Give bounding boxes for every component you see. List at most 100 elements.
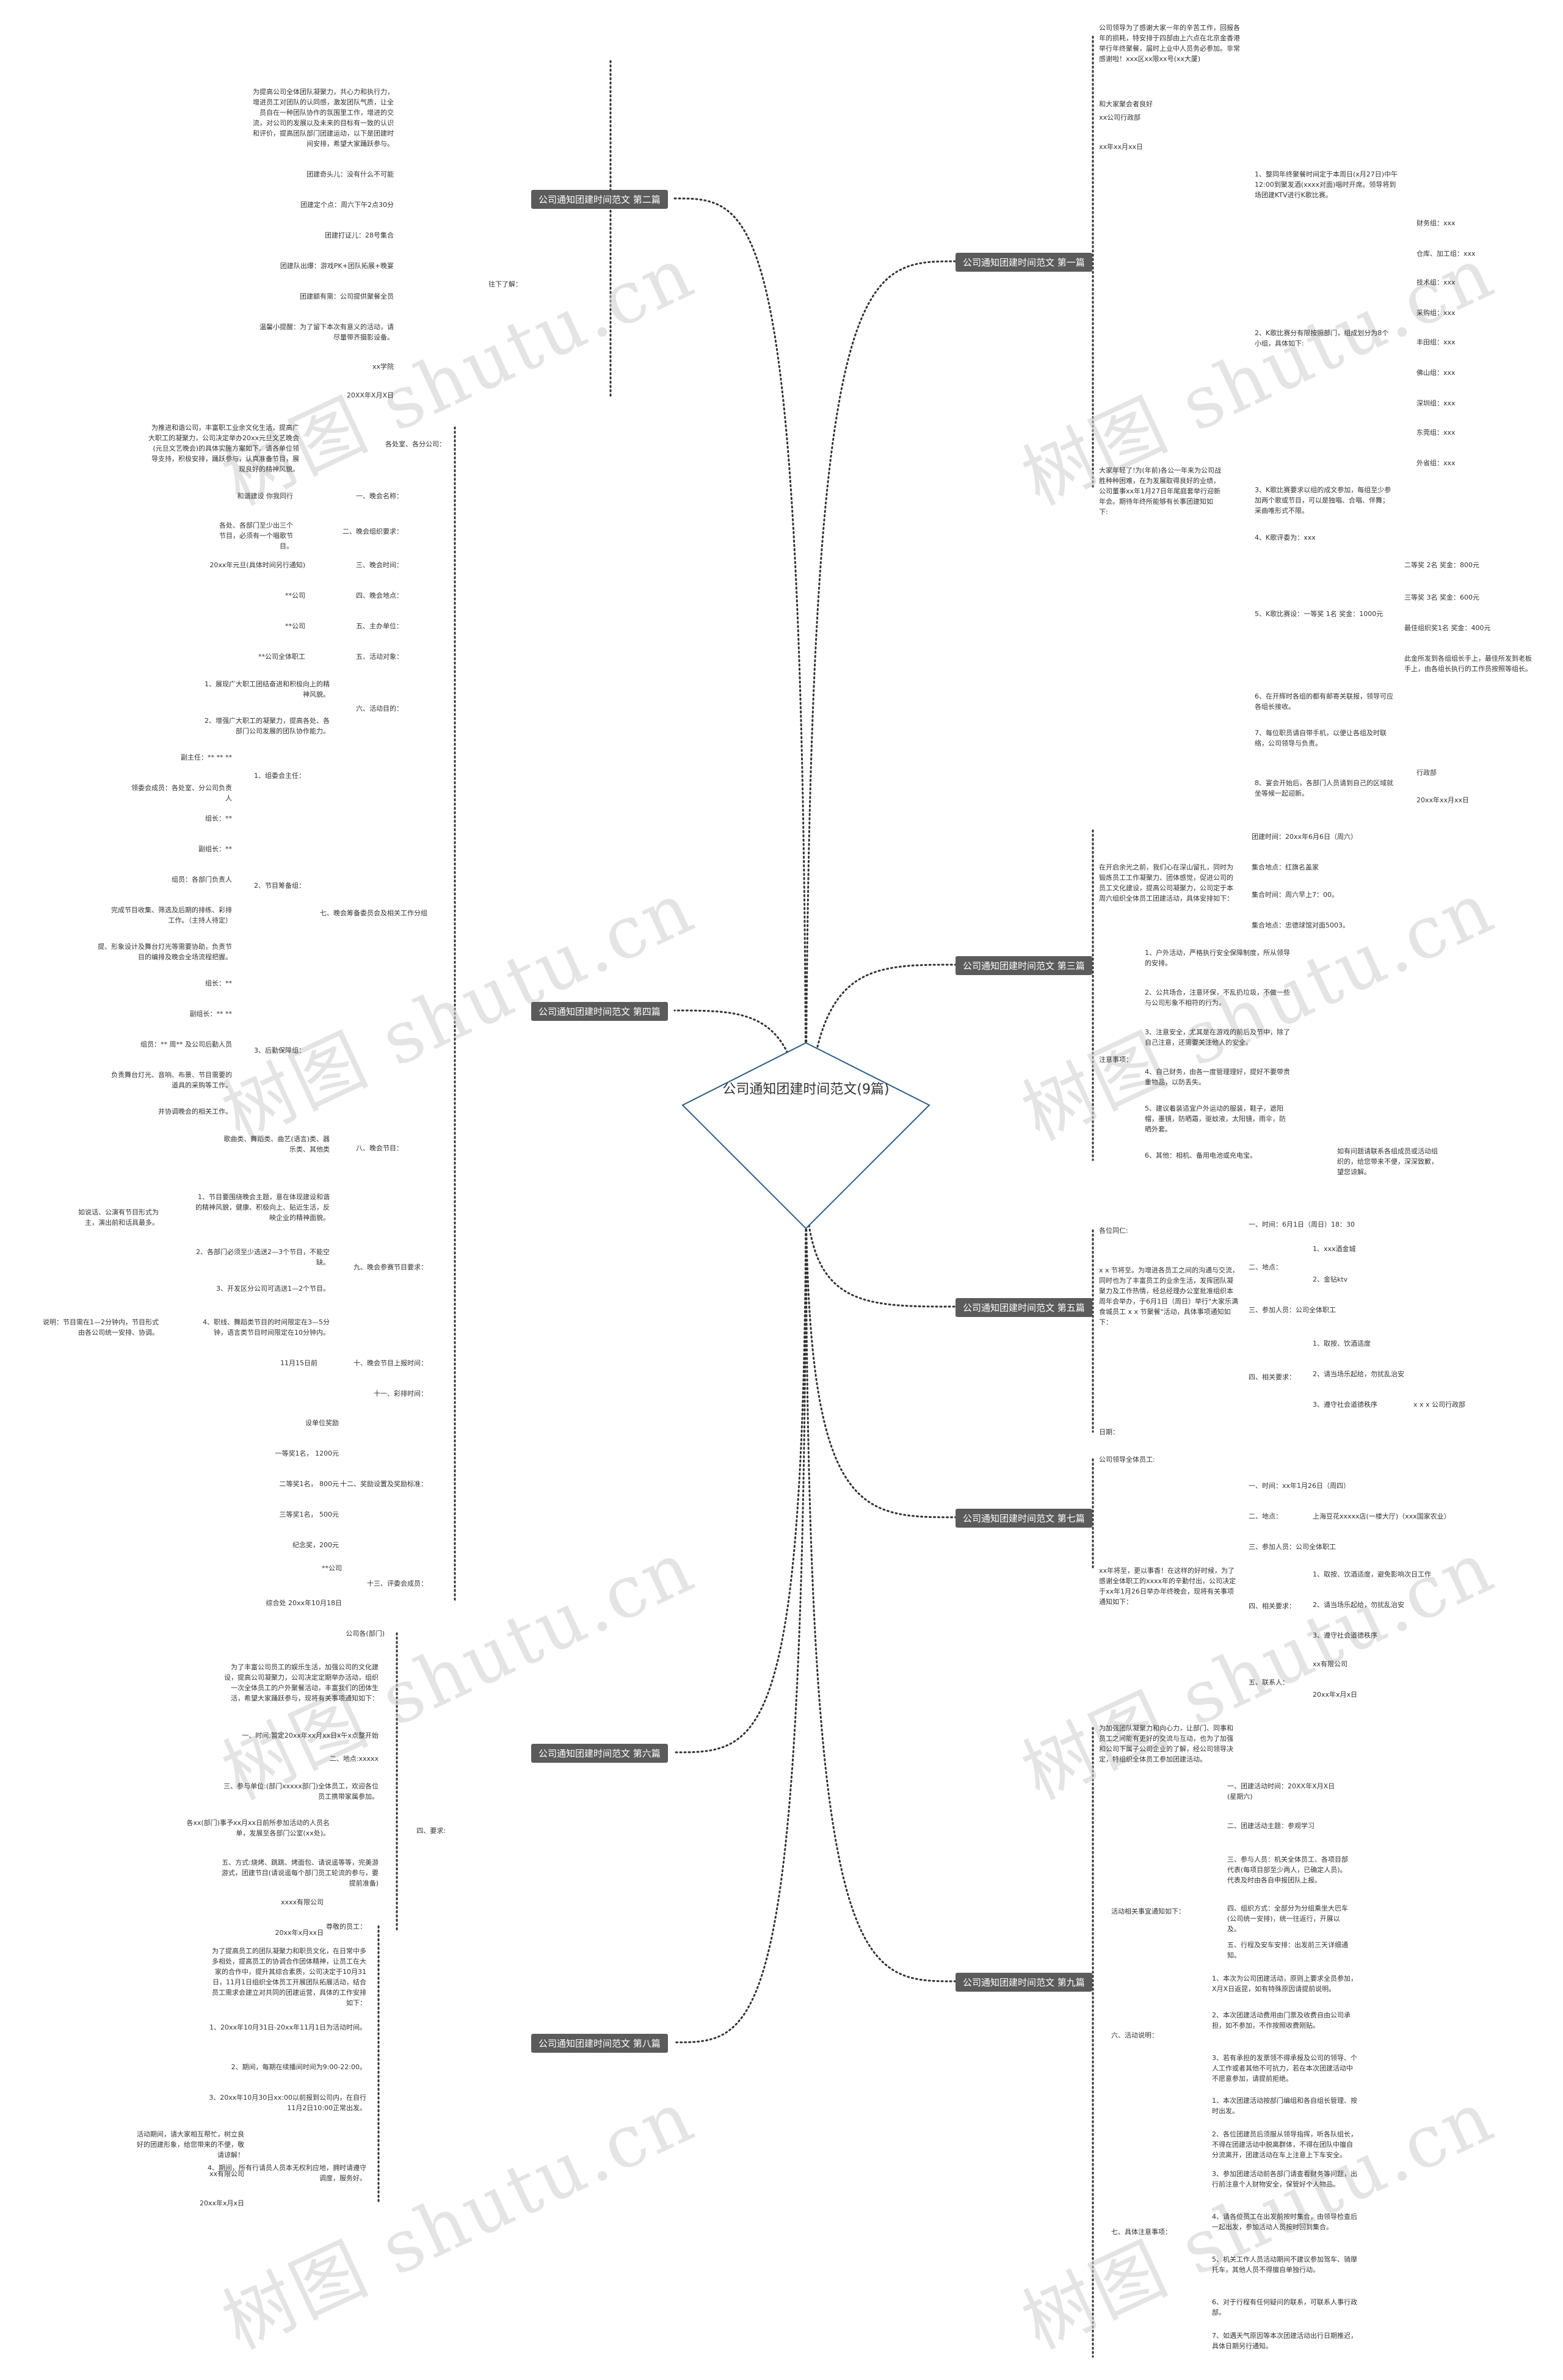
leaf-node[interactable]: 团建额有需：公司提供聚餐全员 bbox=[300, 292, 394, 300]
leaf-node[interactable]: 为了丰富公司员工的娱乐生活，加强公司的文化建设，提高公司凝聚力，公司决定定期举办… bbox=[224, 1663, 379, 1702]
branch-4[interactable]: 公司通知团建时间范文 第四篇 bbox=[531, 1002, 668, 1021]
leaf-node[interactable]: 2、请当场乐起给，勿扰乱治安 bbox=[1313, 1601, 1404, 1609]
leaf-node[interactable]: 五、活动对象： bbox=[356, 653, 403, 661]
leaf-node[interactable]: 丰田组：xxx bbox=[1416, 338, 1456, 346]
branch-9[interactable]: 公司通知团建时间范文 第九篇 bbox=[956, 1973, 1092, 1992]
leaf-node[interactable]: 副组长：** bbox=[198, 845, 232, 853]
leaf-node[interactable]: xx公司行政部 bbox=[1099, 114, 1141, 122]
leaf-node[interactable]: xx年将至，更以事香！在这样的好时候，为了感谢全体职工的xxxx年的辛勤付出，公… bbox=[1099, 1567, 1236, 1606]
leaf-node[interactable]: 4、自己财务，由各一度管理理好，提好不要带贵重物品，以防丢失。 bbox=[1145, 1068, 1290, 1086]
leaf-node[interactable]: 最佳组织奖1名 奖金：400元 bbox=[1404, 624, 1491, 632]
leaf-node[interactable]: 完成节目收集、筛选及后期的排练、彩排工作。（主持人待定） bbox=[111, 906, 232, 924]
leaf-node[interactable]: 2、期间，每期在续播间时间为9:00-22:00。 bbox=[231, 2063, 366, 2071]
leaf-node[interactable]: 五、主办单位： bbox=[356, 622, 403, 630]
leaf-node[interactable]: 八、晚会节目： bbox=[356, 1144, 403, 1152]
leaf-node[interactable]: 2、请当场乐起给，勿扰乱治安 bbox=[1313, 1370, 1404, 1378]
leaf-node[interactable]: 温馨小提醒：为了留下本次有意义的活动，请尽量带齐摄影设备。 bbox=[259, 323, 394, 341]
leaf-node[interactable]: 上海豆花xxxxx店(一楼大厅)（xxx国家农业） bbox=[1313, 1512, 1451, 1520]
leaf-node[interactable]: 二、地点:xxxxx bbox=[329, 1755, 379, 1763]
leaf-node[interactable]: 20XX年X月X日 bbox=[346, 391, 394, 399]
leaf-node[interactable]: 集合地点：忠德球馆对面5003。 bbox=[1252, 921, 1349, 929]
leaf-node[interactable]: 为了提高员工的团队凝聚力和职员文化，在日常中多多相处，提高员工的协调合作团体精神… bbox=[212, 1947, 366, 2007]
leaf-node[interactable]: 外省组：xxx bbox=[1416, 459, 1456, 467]
leaf-node[interactable]: 仓库、加工组：xxx bbox=[1416, 250, 1476, 258]
leaf-node[interactable]: 注意事项： bbox=[1099, 1056, 1133, 1064]
leaf-node[interactable]: 设单位奖励 bbox=[305, 1419, 339, 1427]
leaf-node[interactable]: 说明：节目需在1—2分钟内，节目形式由各公司统一安排、协调。 bbox=[43, 1318, 159, 1337]
leaf-node[interactable]: 1、xxx酒金城 bbox=[1313, 1245, 1356, 1253]
leaf-node[interactable]: 三、参与人员：机关全体员工、各项目部代表(每项目部至少两人，已确定人员)。代表及… bbox=[1227, 1856, 1348, 1884]
leaf-node[interactable]: 3、20xx年10月30日xx:00以前报到公司内，在自行11月2日10:00正… bbox=[209, 2094, 366, 2112]
leaf-node[interactable]: 一、团建活动时间：20XX年X月X日(星期六) bbox=[1227, 1782, 1335, 1801]
leaf-node[interactable]: 1、户外活动，严格执行安全保障制度，所从领导的安排。 bbox=[1145, 949, 1290, 967]
leaf-node[interactable]: 各位同仁: bbox=[1099, 1227, 1128, 1235]
leaf-node[interactable]: 3、K歌比赛要求以组的成文参加，每组至少参加两个歌或节目，可以是独唱、合唱、伴舞… bbox=[1255, 486, 1391, 515]
leaf-node[interactable]: 团建打证儿：28号集合 bbox=[325, 231, 394, 239]
leaf-node[interactable]: **公司全体职工 bbox=[258, 653, 305, 661]
leaf-node[interactable]: 二等奖 2名 奖金：800元 bbox=[1404, 561, 1479, 569]
leaf-node[interactable]: 各处、各部门至少出三个节目，必须有一个唱歌节目。 bbox=[219, 521, 293, 550]
leaf-node[interactable]: 2、各位团建员后须服从领导指挥，听各队组长，不得在团建活动中脱离群体，不得在团队… bbox=[1212, 2130, 1357, 2159]
leaf-node[interactable]: 组长：** bbox=[205, 979, 232, 987]
leaf-node[interactable]: 十、晚会节目上报时间： bbox=[354, 1359, 427, 1367]
leaf-node[interactable]: 3、遵守社会道德秩序 bbox=[1313, 1631, 1377, 1639]
leaf-node[interactable]: 二、地点： bbox=[1249, 1512, 1282, 1520]
leaf-node[interactable]: 3、遵守社会道德秩序 bbox=[1313, 1401, 1377, 1409]
leaf-node[interactable]: 六、活动说明： bbox=[1111, 2031, 1158, 2039]
leaf-node[interactable]: **公司 bbox=[285, 592, 305, 600]
leaf-node[interactable]: 3、开发区分公司可选送1—2个节目。 bbox=[216, 1285, 330, 1293]
leaf-node[interactable]: 七、晚会筹备委员会及相关工作分组 bbox=[320, 909, 427, 917]
leaf-node[interactable]: 副主任：** ** ** bbox=[181, 753, 232, 761]
leaf-node[interactable]: 公司各(部门) bbox=[346, 1630, 385, 1638]
leaf-node[interactable]: 团建奇头儿：没有什么不可能 bbox=[306, 170, 394, 178]
leaf-node[interactable]: x x 节将至。为增进各员工之间的沟通与交流，同时也为了丰富员工的业余生活，发挥… bbox=[1099, 1266, 1239, 1326]
leaf-node[interactable]: 20xx年x月x日 bbox=[1313, 1691, 1358, 1699]
leaf-node[interactable]: 三、晚会时间： bbox=[356, 561, 403, 569]
leaf-node[interactable]: 七、具体注意事项： bbox=[1111, 2228, 1172, 2236]
leaf-node[interactable]: **公司 bbox=[322, 1564, 342, 1572]
leaf-node[interactable]: **公司 bbox=[285, 622, 305, 630]
leaf-node[interactable]: 如说话、公演有节目形式为主，演出前和话具最多。 bbox=[78, 1208, 159, 1227]
leaf-node[interactable]: 2、各部门必须至少选送2—3个节目，不能空缺。 bbox=[196, 1248, 330, 1266]
leaf-node[interactable]: 四、要求: bbox=[416, 1827, 446, 1835]
leaf-node[interactable]: 二、团建活动主题：参观学习 bbox=[1227, 1822, 1315, 1830]
leaf-node[interactable]: 二等奖1名， 800元 bbox=[279, 1480, 339, 1488]
leaf-node[interactable]: xx有限公司 bbox=[1313, 1660, 1348, 1668]
leaf-node[interactable]: 8、宴会开始后，各部门人员请到自己的区域就坐等候一起迎新。 bbox=[1255, 779, 1393, 797]
leaf-node[interactable]: 为提高公司全体团队凝聚力，共心力和执行力，增进员工对团队的认同感，激发团队气质，… bbox=[253, 88, 394, 148]
leaf-node[interactable]: 2、本次团建活动费用由门票及收费自由公司承担，如不参加，不作按照收费刚贴。 bbox=[1212, 2011, 1351, 2030]
leaf-node[interactable]: 2、金钻ktv bbox=[1313, 1275, 1348, 1283]
leaf-node[interactable]: 1、20xx年10月31日-20xx年11月1日为活动时间。 bbox=[209, 2023, 366, 2031]
branch-2[interactable]: 公司通知团建时间范文 第二篇 bbox=[531, 190, 668, 209]
leaf-node[interactable]: 20xx年x月x日 bbox=[199, 2199, 244, 2207]
leaf-node[interactable]: 20xx年元旦(具体时间另行通知) bbox=[209, 561, 305, 569]
leaf-node[interactable]: 5、K歌比赛设：一等奖 1名 奖金：1000元 bbox=[1255, 610, 1383, 618]
leaf-node[interactable]: 此金所发到各组组长手上，最佳所发到老板手上，由各组长执行的工作员按照等组长。 bbox=[1404, 655, 1532, 673]
leaf-node[interactable]: 采购组：xxx bbox=[1416, 309, 1456, 317]
leaf-node[interactable]: 十三、评委会成员： bbox=[367, 1580, 427, 1587]
leaf-node[interactable]: 6、对于行程有任何疑问的联系，可联系人事行政部。 bbox=[1212, 2298, 1357, 2317]
leaf-node[interactable]: xxxx有限公司 bbox=[280, 1898, 324, 1906]
leaf-node[interactable]: 三、参加人员：公司全体职工 bbox=[1249, 1306, 1336, 1314]
leaf-node[interactable]: 2、增强广大职工的凝聚力，提高各处、各部门公司发展的团队协作能力。 bbox=[205, 717, 330, 735]
leaf-node[interactable]: 三、参与单位:(部门xxxxx部门)全体员工，欢迎各位员工携带家属参加。 bbox=[223, 1782, 379, 1801]
leaf-node[interactable]: 2、K歌比赛分有限按照部门，组成划分为8个小组，具体如下: bbox=[1255, 329, 1389, 347]
leaf-node[interactable]: xx有限公司 bbox=[209, 2170, 244, 2178]
leaf-node[interactable]: 1、取按、饮酒适度 bbox=[1313, 1340, 1371, 1348]
leaf-node[interactable]: 财务组：xxx bbox=[1416, 219, 1456, 227]
leaf-node[interactable]: 组员：各部门负责人 bbox=[172, 876, 232, 883]
leaf-node[interactable]: 综合处 20xx年10月18日 bbox=[266, 1599, 342, 1607]
leaf-node[interactable]: 公司领导全体员工: bbox=[1099, 1456, 1155, 1464]
leaf-node[interactable]: 20xx年xx月xx日 bbox=[1416, 796, 1470, 804]
leaf-node[interactable]: 并协调晚会的相关工作。 bbox=[158, 1108, 232, 1116]
leaf-node[interactable]: 技术组：xxx bbox=[1416, 278, 1456, 286]
leaf-node[interactable]: 为加强团队凝聚力和向心力，让部门、同事和员工之间能有更好的交流与互动，也为了加强… bbox=[1099, 1724, 1233, 1763]
leaf-node[interactable]: 1、本次团建活动按部门编组和各自组长管理、按时出发。 bbox=[1212, 2097, 1357, 2115]
branch-8[interactable]: 公司通知团建时间范文 第八篇 bbox=[531, 2034, 668, 2053]
leaf-node[interactable]: 三等奖1名， 500元 bbox=[279, 1511, 339, 1518]
leaf-node[interactable]: 大家年轻了!为(年前)各公一年来为公司战胜种种困难，在为发展取得良好的业绩，公司… bbox=[1099, 466, 1221, 516]
leaf-node[interactable]: 和大家聚会者良好 bbox=[1099, 100, 1153, 108]
leaf-node[interactable]: 各xx(部门)事予xx月xx日前所参加活动的人员名单，发展至各部门公室(xx处)… bbox=[186, 1819, 330, 1837]
leaf-node[interactable]: 六、活动目的： bbox=[356, 705, 403, 713]
leaf-node[interactable]: 一、时间：6月1日（周日）18：30 bbox=[1249, 1221, 1355, 1228]
